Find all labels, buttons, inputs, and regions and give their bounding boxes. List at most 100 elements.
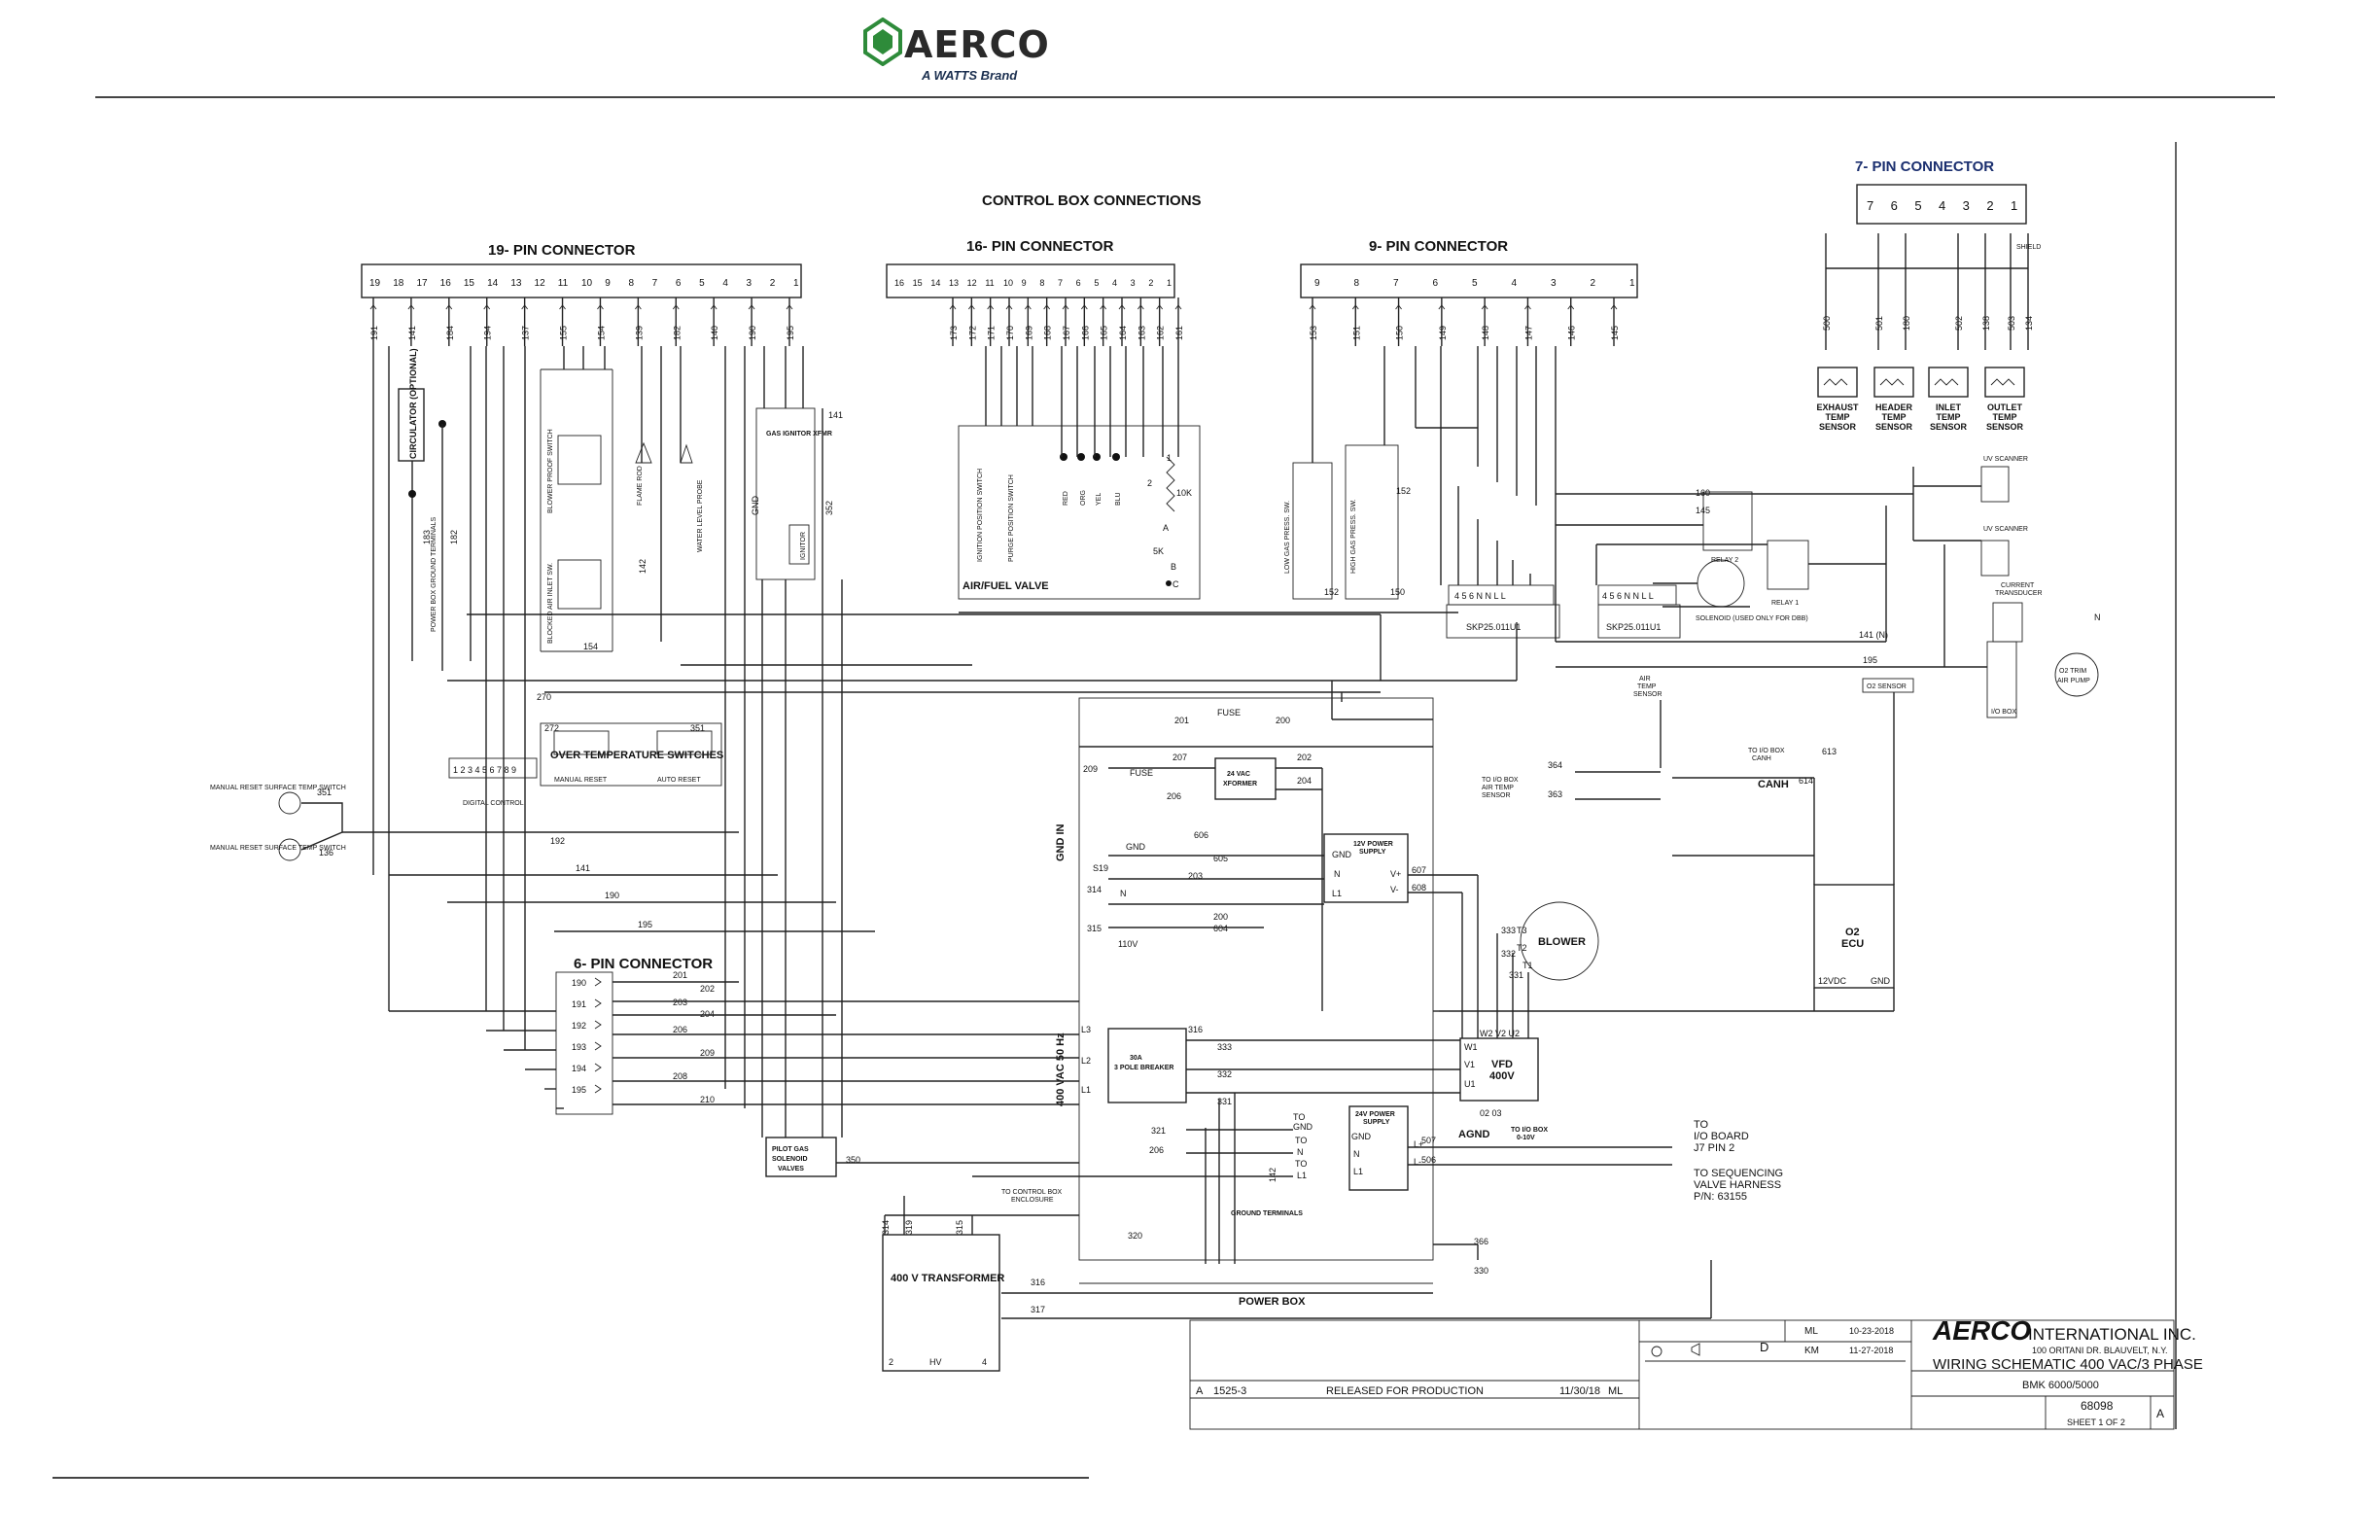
pin7-wire-503: 503 <box>2007 316 2016 331</box>
solenoid-coil <box>1697 559 1745 608</box>
pin16-pin-9: 9 <box>1022 278 1027 288</box>
high-gas-label: HIGH GAS PRESS. SW. <box>1350 499 1357 574</box>
pin16-wire-165: 165 <box>1100 326 1109 340</box>
svg-text:606: 606 <box>1194 830 1208 840</box>
ecu-12v-label: 12VDC <box>1818 976 1847 986</box>
svg-text:333: 333 <box>1501 926 1516 935</box>
transformer-label: 400 V TRANSFORMER <box>891 1273 1004 1284</box>
pin19-wire-182: 182 <box>672 326 682 340</box>
pin9-pin-4: 4 <box>1512 278 1518 289</box>
svg-text:206: 206 <box>1167 791 1181 801</box>
pin6-wire-204: 204 <box>700 1009 715 1019</box>
rev-row-desc: RELEASED FOR PRODUCTION <box>1326 1385 1484 1397</box>
svg-text:L2: L2 <box>1081 1056 1091 1066</box>
pin16-pin-4: 4 <box>1112 278 1117 288</box>
pin16-pin-5: 5 <box>1094 278 1099 288</box>
pin19-wire-184: 184 <box>445 326 455 340</box>
svg-text:L1: L1 <box>1297 1171 1307 1180</box>
svg-text:270: 270 <box>537 692 551 702</box>
svg-text:4 5 6 N N L L: 4 5 6 N N L L <box>1454 591 1506 601</box>
svg-text:V-: V- <box>1390 885 1399 894</box>
manual-reset-label: MANUAL RESET <box>554 777 608 784</box>
svg-text:160: 160 <box>1696 488 1710 498</box>
pin6-row-193: 193 <box>572 1042 586 1052</box>
brand-tagline: A WATTS Brand <box>922 68 1018 83</box>
xformer-24vac <box>1214 757 1277 800</box>
svg-text:203: 203 <box>1188 871 1203 881</box>
pin16-pin-16: 16 <box>894 278 904 288</box>
svg-text:316: 316 <box>1188 1025 1203 1034</box>
pin19-title: 19- PIN CONNECTOR <box>488 242 636 259</box>
pin7-wire-501: 501 <box>1874 316 1884 331</box>
svg-text:152: 152 <box>1324 587 1339 597</box>
main-wiring <box>836 346 1987 1319</box>
gas-ignitor-label: GAS IGNITOR XFMR <box>766 431 832 438</box>
blower-proof-switch <box>557 435 602 485</box>
svg-text:272: 272 <box>544 723 559 733</box>
v110-label: 110V <box>1118 939 1138 949</box>
svg-text:195: 195 <box>638 920 652 929</box>
svg-text:12V POWER: 12V POWER <box>1353 841 1393 848</box>
svg-text:507: 507 <box>1421 1136 1436 1145</box>
fuse-left-label: FUSE <box>1130 768 1153 778</box>
title-block: AERCO INTERNATIONAL INC. 100 ORITANI DR.… <box>1189 1315 2203 1430</box>
svg-text:332: 332 <box>1217 1069 1232 1079</box>
svg-text:142: 142 <box>638 559 648 574</box>
svg-text:AIR PUMP: AIR PUMP <box>2057 678 2090 684</box>
left-trunk-wiring <box>372 346 1079 1138</box>
svg-text:400V: 400V <box>1489 1070 1515 1082</box>
left-bus-wires: 192 141 190 195 <box>389 613 1517 932</box>
title-address: 100 ORITANI DR. BLAUVELT, N.Y. <box>2032 1346 2168 1355</box>
svg-text:320: 320 <box>1128 1231 1142 1241</box>
breaker-30a <box>1107 1028 1187 1103</box>
circulator-label: CIRCULATOR (OPTIONAL) <box>408 348 418 459</box>
svg-text:195: 195 <box>1863 655 1877 665</box>
svg-text:T3: T3 <box>1517 926 1527 935</box>
rev-row-ecn: 1525-3 <box>1213 1385 1246 1397</box>
relay2-label: RELAY 2 <box>1711 557 1738 564</box>
pin19-pin-11: 11 <box>558 278 569 289</box>
relay2-box <box>1702 491 1753 551</box>
pin16-wire-170: 170 <box>1005 326 1015 340</box>
svg-text:C: C <box>1172 579 1179 589</box>
pin6-wire-208: 208 <box>673 1071 687 1081</box>
svg-text:TO: TO <box>1295 1136 1307 1145</box>
svg-text:150: 150 <box>1390 587 1405 597</box>
pin19-pin-4: 4 <box>722 278 728 289</box>
air-fuel-valve-box <box>958 425 1201 600</box>
sensor-box-1 <box>1873 367 1914 398</box>
rev-row-date: 11/30/18 <box>1559 1385 1600 1397</box>
pin19-connector <box>361 263 802 298</box>
canh-label: CANH <box>1758 779 1789 790</box>
ps-24v <box>1348 1105 1409 1191</box>
svg-text:136: 136 <box>319 848 333 858</box>
svg-text:I/O BOARD: I/O BOARD <box>1694 1131 1749 1142</box>
svg-text:TO: TO <box>1295 1159 1307 1169</box>
svg-text:U1: U1 <box>1464 1079 1476 1089</box>
pin9-wire-149: 149 <box>1438 326 1448 340</box>
svg-text:152: 152 <box>1396 486 1411 496</box>
ignitor-label: IGNITOR <box>800 532 807 560</box>
pin16-wire-161: 161 <box>1174 326 1184 340</box>
title-checked-by: KM <box>1804 1346 1819 1356</box>
sensor-label-3-0: OUTLET <box>1987 402 2022 412</box>
surface-switch-2-label: MANUAL RESET SURFACE TEMP SWITCH <box>210 845 346 852</box>
pin19-pin-3: 3 <box>747 278 752 289</box>
svg-text:202: 202 <box>1297 752 1312 762</box>
pin9-wire-146: 146 <box>1567 326 1577 340</box>
svg-text:TRANSDUCER: TRANSDUCER <box>1995 590 2043 597</box>
pin6-wire-206: 206 <box>673 1025 687 1034</box>
svg-text:10K: 10K <box>1176 488 1192 498</box>
hv-label: HV <box>929 1357 942 1367</box>
pin7-pin-7: 7 <box>1867 198 1873 213</box>
svg-text:SUPPLY: SUPPLY <box>1363 1119 1390 1126</box>
svg-text:314: 314 <box>1087 885 1102 894</box>
pin9-pin-5: 5 <box>1472 278 1478 289</box>
pin9-pin-9: 9 <box>1314 278 1320 289</box>
svg-text:XFORMER: XFORMER <box>1223 781 1257 788</box>
wire-182-left: 182 <box>449 530 459 544</box>
to-io-0-10-label: TO I/O BOX <box>1511 1127 1548 1134</box>
air-fuel-valve-label: AIR/FUEL VALVE <box>962 580 1049 592</box>
